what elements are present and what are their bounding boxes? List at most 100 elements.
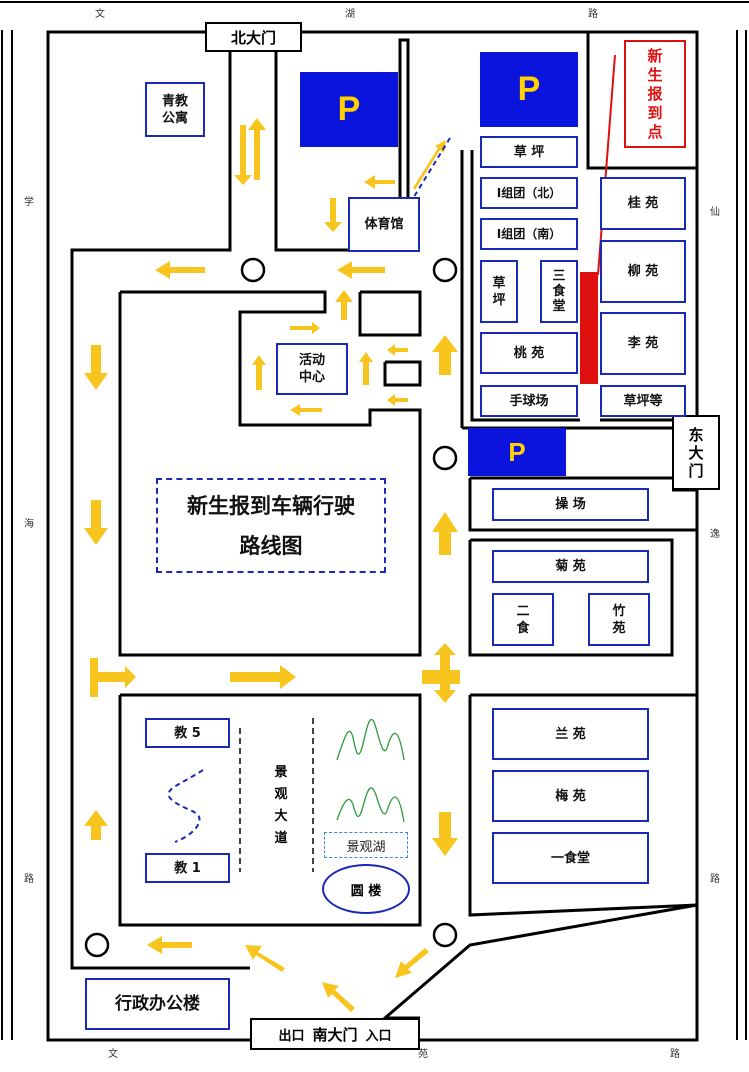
parking-lot-north: P (480, 52, 578, 127)
building-taoyuan[interactable]: 桃 苑 (480, 332, 578, 374)
building-gym[interactable]: 体育馆 (348, 197, 420, 252)
building-qingjiao-apartment[interactable]: 青教 公寓 (145, 82, 205, 137)
east-gate-label-1: 东 (688, 425, 704, 444)
map-title-line-2: 路线图 (239, 533, 303, 558)
building-label: 操 场 (555, 497, 586, 512)
road-label-west-3: 路 (24, 874, 34, 885)
building-yuanlou[interactable]: 圆 楼 (322, 864, 410, 914)
landscape-avenue-label: 景 观 大 道 (270, 762, 292, 850)
building-label: 一食堂 (550, 850, 590, 866)
map-title-line-1: 新生报到车辆行驶 (187, 493, 355, 518)
building-label: 公寓 (161, 110, 188, 126)
building-label: 圆 楼 (350, 883, 382, 899)
registration-char-1: 新 (647, 46, 663, 65)
road-label-east-3: 路 (710, 874, 720, 885)
east-gate[interactable]: 东 大 门 (672, 415, 720, 490)
building-canteen-2[interactable]: 二 食 (492, 593, 554, 646)
building-grass-etc[interactable]: 草坪等 (600, 385, 686, 417)
road-label-north-2: 湖 (345, 9, 355, 20)
building-group-north[interactable]: Ⅰ组团（北） (480, 177, 578, 209)
registration-char-2: 生 (647, 65, 663, 84)
building-label: 教 1 (174, 860, 201, 876)
registration-zone (580, 272, 598, 384)
avenue-char: 道 (274, 831, 288, 846)
south-gate-exit: 出口 (278, 1028, 305, 1044)
building-canteen-3[interactable]: 三 食 堂 (540, 260, 578, 323)
building-jiao-5[interactable]: 教 5 (145, 718, 230, 748)
parking-lot-east: P (468, 428, 566, 476)
landscape-lake[interactable]: 景观湖 (324, 832, 408, 858)
building-handball-court[interactable]: 手球场 (480, 385, 578, 417)
building-label: 草 (492, 275, 506, 291)
building-label: 三 (552, 269, 566, 284)
building-liuyuan[interactable]: 柳 苑 (600, 240, 686, 303)
gym-dashed-path (411, 137, 451, 201)
road-label-north-1: 文 (95, 9, 105, 20)
avenue-char: 观 (274, 787, 288, 802)
building-lanyuan[interactable]: 兰 苑 (492, 708, 649, 760)
building-label: 兰 苑 (555, 726, 586, 742)
road-label-south-3: 路 (670, 1049, 680, 1060)
east-gate-label-3: 门 (688, 461, 704, 480)
building-label: Ⅰ组团（北） (496, 185, 562, 200)
building-label: 李 苑 (627, 336, 659, 351)
building-label: 食 (552, 284, 566, 299)
building-sports-field[interactable]: 操 场 (492, 488, 649, 521)
road-label-south-1: 文 (108, 1049, 118, 1060)
building-meiyuan[interactable]: 梅 苑 (492, 770, 649, 822)
south-gate-name: 南大门 (312, 1025, 358, 1044)
building-label: 行政办公楼 (115, 993, 200, 1014)
east-gate-label-2: 大 (688, 443, 704, 462)
building-label: 柳 苑 (627, 264, 659, 279)
building-grass-1[interactable]: 草 坪 (480, 136, 578, 168)
building-label: 活动 (298, 353, 325, 368)
parking-lot-west: P (300, 72, 398, 147)
registration-pointer-line (597, 54, 616, 276)
building-canteen-1[interactable]: 一食堂 (492, 832, 649, 884)
north-gate-label: 北大门 (230, 28, 276, 47)
building-label: 青教 (161, 93, 188, 109)
building-label: 竹 (612, 603, 626, 619)
campus-walls (46, 30, 699, 1042)
south-gate-entry: 入口 (365, 1028, 392, 1044)
walkway-dashed-path (167, 769, 204, 843)
road-label-west-2: 海 (24, 519, 34, 530)
building-grass-2[interactable]: 草 坪 (480, 260, 518, 323)
registration-char-4: 到 (647, 103, 663, 122)
route-arrows (84, 118, 460, 1012)
building-admin-office[interactable]: 行政办公楼 (85, 978, 230, 1030)
building-jiao-1[interactable]: 教 1 (145, 853, 230, 883)
registration-point[interactable]: 新 生 报 到 点 (624, 40, 686, 148)
north-gate[interactable]: 北大门 (205, 22, 302, 52)
building-activity-center[interactable]: 活动 中心 (276, 343, 348, 395)
building-guiyuan[interactable]: 桂 苑 (600, 177, 686, 230)
building-label: 草 坪 (513, 144, 545, 160)
building-label: 坪 (492, 292, 506, 308)
road-label-south-2: 苑 (418, 1049, 428, 1060)
building-zhuyuan[interactable]: 竹 苑 (588, 593, 650, 646)
building-label: 桃 苑 (513, 345, 545, 361)
south-gate[interactable]: 出口 南大门 入口 (250, 1018, 420, 1050)
building-label: 体育馆 (364, 217, 404, 232)
lake-label: 景观湖 (346, 839, 386, 855)
building-label: 草坪等 (623, 393, 663, 409)
building-label: 教 5 (174, 725, 201, 741)
building-liyuan[interactable]: 李 苑 (600, 312, 686, 375)
building-label: 梅 苑 (555, 788, 586, 804)
building-label: 菊 苑 (555, 559, 586, 574)
road-label-east-1: 仙 (710, 207, 720, 218)
building-group-south[interactable]: Ⅰ组团（南） (480, 218, 578, 250)
tree-icon (336, 719, 405, 823)
building-juyuan[interactable]: 菊 苑 (492, 550, 649, 583)
road-label-north-3: 路 (588, 9, 598, 20)
avenue-char: 大 (274, 809, 288, 824)
building-label: 苑 (612, 620, 626, 636)
avenue-char: 景 (274, 765, 288, 780)
building-label: 中心 (298, 370, 325, 385)
registration-char-3: 报 (647, 84, 663, 103)
roundabouts (84, 257, 458, 958)
building-label: 二 (516, 603, 530, 619)
parking-icon: P (508, 436, 526, 467)
registration-char-5: 点 (647, 122, 663, 141)
